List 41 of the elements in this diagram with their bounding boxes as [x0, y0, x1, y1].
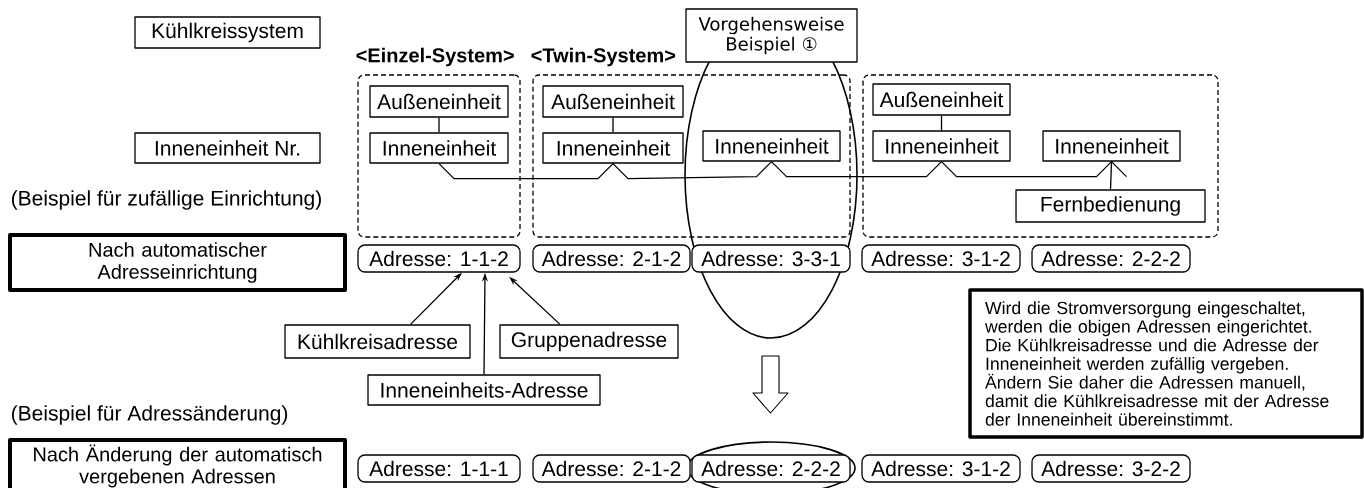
- label-box: Außeneinheit: [872, 83, 1011, 116]
- address-box: Adresse: 2-1-2: [532, 244, 691, 273]
- connection-line: [1109, 161, 1113, 190]
- transmission-line: [438, 163, 614, 180]
- address-box: Adresse: 3-1-2: [861, 454, 1021, 483]
- transmission-line: [770, 161, 943, 178]
- step-box: Nach automatischer Adresseinrichtung: [8, 233, 347, 292]
- node-label: <Twin-System>: [531, 47, 676, 67]
- note-box: Wird die Stromversorgung eingeschaltet, werden die obigen Adressen eingerichtet. Die Kühlkreisadresse und die Adresse der Inneneinheit werden zufällig vergeben. Ändern Sie daher die Adressen manuell, damit die Kühlkreisadresse mit der Adresse der Inneneinheit übereinstimmt.: [968, 288, 1364, 439]
- procedure-box: Vorgehensweise Beispiel ①: [685, 8, 858, 63]
- label-box: Außeneinheit: [542, 85, 684, 118]
- label-box: Fernbedienung: [1015, 189, 1206, 223]
- connection-line: [940, 115, 943, 131]
- indoor-unit-box: Inneneinheit: [542, 132, 684, 164]
- indoor-unit-box: Inneneinheit: [1042, 130, 1181, 162]
- label-box: Gruppenadresse: [499, 324, 679, 359]
- indoor-unit-box: Inneneinheit: [872, 130, 1011, 162]
- connection-line: [438, 117, 440, 133]
- address-box: Adresse: 2-2-2: [1031, 244, 1191, 273]
- address-box: Adresse: 3-1-2: [861, 244, 1021, 273]
- address-box: Adresse: 1-1-1: [357, 454, 521, 483]
- label-box: Kühlkreisadresse: [284, 324, 471, 359]
- transmission-line: [940, 161, 1113, 178]
- indoor-unit-box: Inneneinheit: [369, 132, 509, 164]
- address-box: Adresse: 3-3-1: [691, 244, 851, 273]
- address-box: Adresse: 2-1-2: [532, 454, 691, 483]
- system-group: [862, 74, 1219, 238]
- address-box: Adresse: 1-1-2: [357, 244, 521, 273]
- label-box: Außeneinheit: [369, 85, 509, 118]
- node-label: <Einzel-System>: [356, 47, 514, 67]
- caption-text: (Beispiel für zufällige Einrichtung): [11, 190, 321, 210]
- label-box: Kühlkreissystem: [134, 16, 321, 49]
- label-box: Inneneinheit Nr.: [134, 132, 321, 164]
- connection-line: [612, 117, 614, 133]
- caption-text: (Beispiel für Adressänderung): [11, 405, 288, 425]
- label-box: Inneneinheits-Adresse: [367, 374, 601, 406]
- transmission-line: [612, 161, 773, 180]
- address-box: Adresse: 2-2-2: [691, 454, 851, 483]
- address-box: Adresse: 3-2-2: [1031, 454, 1191, 483]
- indoor-unit-box: Inneneinheit: [702, 130, 841, 162]
- step-box: Nach Änderung der automatisch vergebenen Adressen: [8, 438, 347, 488]
